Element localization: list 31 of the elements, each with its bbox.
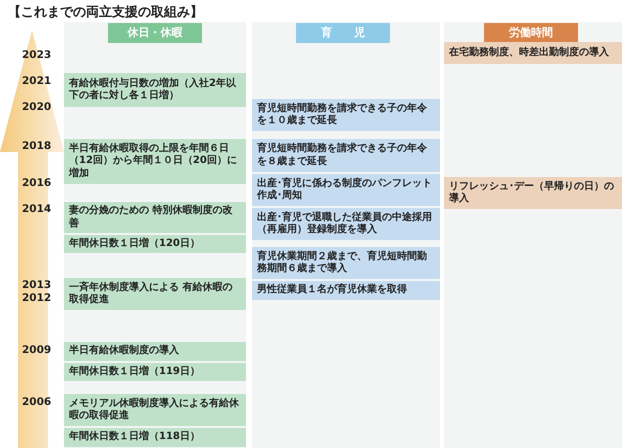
title: 【これまでの両立支援の取組み】 xyxy=(8,4,203,21)
event-box: 妻の分娩のための 特別休暇制度の改善 xyxy=(64,202,246,233)
year-label: 2009 xyxy=(22,344,52,356)
year-label: 2014 xyxy=(22,203,52,215)
year-label: 2020 xyxy=(22,101,52,113)
column-header: 労働時間 xyxy=(484,23,578,43)
event-box: 半日有給休暇取得の上限を年間６日（12回）から年間１０日（20回）に増加 xyxy=(64,139,246,184)
year-label: 2012 xyxy=(22,292,52,304)
event-box: 年間休日数１日増（119日） xyxy=(64,363,246,381)
event-box: 育児休業期間２歳まで、育児短時間勤務期間６歳まで導入 xyxy=(252,247,440,279)
event-box: メモリアル休暇制度導入による有給休暇の取得促進 xyxy=(64,394,246,426)
event-box: 一斉年休制度導入による 有給休暇の取得促進 xyxy=(64,278,246,310)
event-box: 男性従業員１名が育児休業を取得 xyxy=(252,281,440,300)
column-header: 育 児 xyxy=(296,23,390,43)
event-box: 出産･育児で退職した従業員の中途採用（再雇用）登録制度を導入 xyxy=(252,208,440,240)
event-box: 出産･育児に係わる制度のパンフレット作成･周知 xyxy=(252,174,440,206)
year-label: 2023 xyxy=(22,49,52,61)
event-box: リフレッシュ･デー（早帰りの日）の導入 xyxy=(444,177,622,209)
year-label: 2006 xyxy=(22,396,52,408)
year-label: 2021 xyxy=(22,75,52,87)
event-box: 年間休日数１日増（120日） xyxy=(64,235,246,253)
year-label: 2013 xyxy=(22,279,52,291)
column-header: 休日・休暇 xyxy=(108,23,202,43)
event-box: 年間休日数１日増（118日） xyxy=(64,428,246,447)
year-label: 2018 xyxy=(22,140,52,152)
event-box: 半日有給休暇制度の導入 xyxy=(64,342,246,361)
event-box: 育児短時間勤務を請求できる子の年令を１０歳まで延長 xyxy=(252,99,440,131)
year-label: 2016 xyxy=(22,177,52,189)
event-box: 有給休暇付与日数の増加（入社2年以下の者に対し各１日増） xyxy=(64,73,246,107)
event-box: 在宅勤務制度、時差出勤制度の導入 xyxy=(444,42,622,64)
event-box: 育児短時間勤務を請求できる子の年令を８歳まで延長 xyxy=(252,139,440,172)
